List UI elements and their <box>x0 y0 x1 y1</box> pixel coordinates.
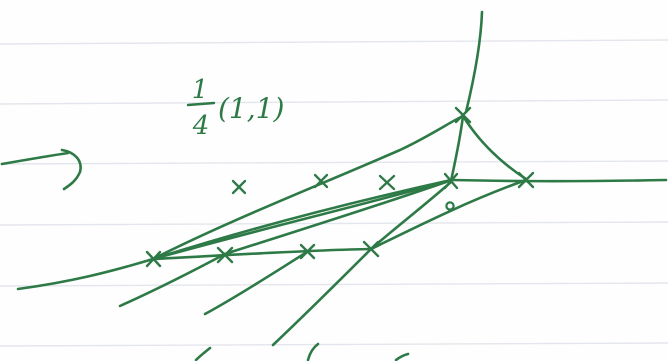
cross-mark <box>362 240 380 258</box>
rule-line <box>0 221 668 226</box>
cut-mark <box>394 352 410 361</box>
vertical-line <box>464 10 484 114</box>
outer-ray-2 <box>118 252 227 308</box>
cross-mark <box>378 174 396 191</box>
wedge-line-2 <box>151 180 447 261</box>
base-edge <box>151 247 373 261</box>
outer-ray-4 <box>271 247 373 347</box>
upper-ray <box>151 114 465 261</box>
cross-mark <box>454 106 472 124</box>
rule-line <box>0 99 668 105</box>
cross-mark <box>145 250 162 268</box>
coefficient-denominator: 4 <box>192 111 210 141</box>
outer-ray-1 <box>16 257 155 291</box>
rule-line <box>0 342 668 347</box>
wedge-line-1 <box>151 178 453 261</box>
curved-edge <box>461 114 528 181</box>
rule-line <box>0 160 668 165</box>
horizontal-ray <box>449 178 668 183</box>
cross-mark <box>231 179 247 195</box>
right-edge <box>369 178 528 251</box>
cross-markers <box>145 106 535 268</box>
cross-mark <box>517 171 535 189</box>
upper-line-marks <box>231 173 396 195</box>
coefficient-tuple: (1,1) <box>218 92 284 125</box>
fraction-bar <box>186 101 216 107</box>
dot-marker <box>445 201 455 211</box>
wedge-line-3 <box>223 179 451 256</box>
rule-line <box>0 39 668 45</box>
cut-mark <box>306 342 320 361</box>
arrow-right-icon <box>0 148 82 191</box>
cross-mark <box>216 246 234 264</box>
coefficient-label: 1 4 (1,1) <box>186 75 284 141</box>
cross-mark <box>313 173 329 189</box>
outer-ray-3 <box>203 250 309 316</box>
cut-mark <box>194 346 212 361</box>
coefficient-numerator: 1 <box>192 75 209 105</box>
cross-mark <box>299 243 316 260</box>
vertex-edge <box>449 114 465 183</box>
cross-mark <box>443 172 459 190</box>
